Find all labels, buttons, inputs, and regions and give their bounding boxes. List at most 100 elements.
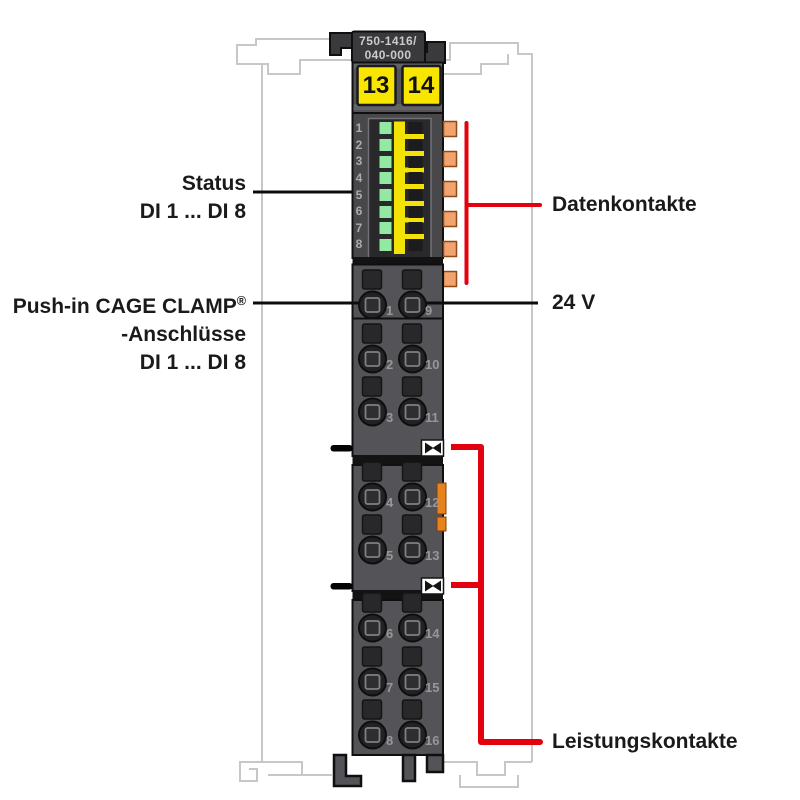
clamp-square-hole [364,674,381,690]
data-contact [442,240,458,258]
din-rail-outline [236,38,533,788]
data-contact [442,210,458,228]
clamp-push-button [401,514,423,535]
led-green-indicator [379,122,392,134]
clamp-number: 13 [425,548,440,563]
status-label-line2: DI 1 ... DI 8 [139,200,246,223]
bowtie-icon [432,580,441,592]
clamp-square-hole [404,542,421,558]
clamp-number: 14 [425,626,440,641]
led-row-number: 2 [355,137,363,152]
registered-trademark-symbol: ® [236,294,246,308]
led-green-indicator [379,239,392,251]
power-contact-tab-upper [330,445,353,452]
clamp-number: 16 [425,733,440,748]
led-off-indicator [408,172,423,184]
clamp-number: 11 [425,410,439,425]
clamp-square-hole [404,489,421,505]
led-green-indicator [379,189,392,201]
clamp-number: 3 [386,410,394,425]
power-contact-stub [443,580,451,592]
clamp-square-hole [404,297,421,313]
led-green-indicator [379,206,392,218]
led-row-number: 5 [355,187,363,202]
led-yellow-tooth [394,134,424,139]
voltage-label: 24 V [552,291,596,314]
clamp-square-hole [404,351,421,367]
led-green-indicator [379,156,392,168]
clamp-square-hole [404,620,421,636]
top-section-stripe-upper [353,63,442,69]
clamp-push-button [361,699,383,720]
clamp-square-hole [364,489,381,505]
power-contact-tab-lower [330,583,353,590]
clamp-push-button [401,592,423,613]
module-foot-right [425,753,445,774]
clamp-number: 15 [425,680,440,695]
led-off-indicator [408,189,423,201]
status-label: Status DI 1 ... DI 8 [140,170,246,226]
clamp-push-buttons [361,269,423,720]
bowtie-icon [432,442,441,454]
clamp-square-hole [404,674,421,690]
mounting-hook-left [329,32,353,56]
din-rail-outline-left-step [262,59,351,75]
clamp-square-hole [364,351,381,367]
led-row-number: 4 [355,170,363,185]
data-contact [442,150,458,168]
led-row-number: 8 [355,237,363,252]
clamp-push-button [401,269,423,290]
led-yellow-tooth [394,201,424,206]
din-rail-outline-left [236,38,351,782]
clamp-push-button [401,461,423,482]
section-divider [352,590,443,600]
led-off-indicator [408,122,423,134]
locking-latch-upper [436,482,447,515]
module-code: 750-1416/ 040-000 [351,34,425,62]
led-row-number: 6 [355,204,363,219]
pushin-label-line1: Push-in CAGE CLAMP® [13,287,246,321]
led-off-indicator [408,222,423,234]
led-yellow-tooth [394,217,424,223]
power-contacts-callout [447,444,543,745]
clamp-push-button [361,461,383,482]
led-yellow-tooth [394,234,424,239]
led-green-indicator [379,222,392,234]
bowtie-icon [425,442,434,454]
clamp-square-hole [404,727,421,743]
data-contact [442,270,458,288]
clamp-number: 6 [386,626,394,641]
module-foot-hook [332,753,363,788]
clamp-square-hole [364,404,381,420]
clamp-number: 7 [386,680,394,695]
clamp-number: 12 [425,495,440,510]
clamp-push-button [361,646,383,667]
led-yellow-lightguide [394,121,424,254]
section-divider [352,257,443,265]
pushin-label-text: Push-in CAGE CLAMP [12,295,237,318]
clamp-wire-openings [358,290,427,750]
clamp-number: 10 [425,357,440,372]
datenkontakte-label: Datenkontakte [552,193,697,216]
clamp-square-hole [364,727,381,743]
clamp-square-hole [364,542,381,558]
led-off-indicator [408,156,423,168]
led-row-number: 1 [355,121,363,135]
leistungskontakte-label: Leistungskontakte [552,730,738,753]
clamp-square-hole [364,297,381,313]
clamp-number: 2 [386,357,394,372]
led-green-indicators [379,122,392,251]
led-off-indicator [408,206,423,218]
data-contact [442,120,458,138]
pushin-label-line3: DI 1 ... DI 8 [139,351,246,374]
power-contact-symbol-upper [420,439,451,457]
clamp-push-button [361,269,383,290]
clamp-push-button [361,323,383,344]
led-off-indicators [408,122,423,251]
clamp-push-button [361,592,383,613]
data-contact [442,180,458,198]
led-off-indicator [408,239,423,251]
led-yellow-tooth [394,167,424,173]
bowtie-icon [425,580,434,592]
